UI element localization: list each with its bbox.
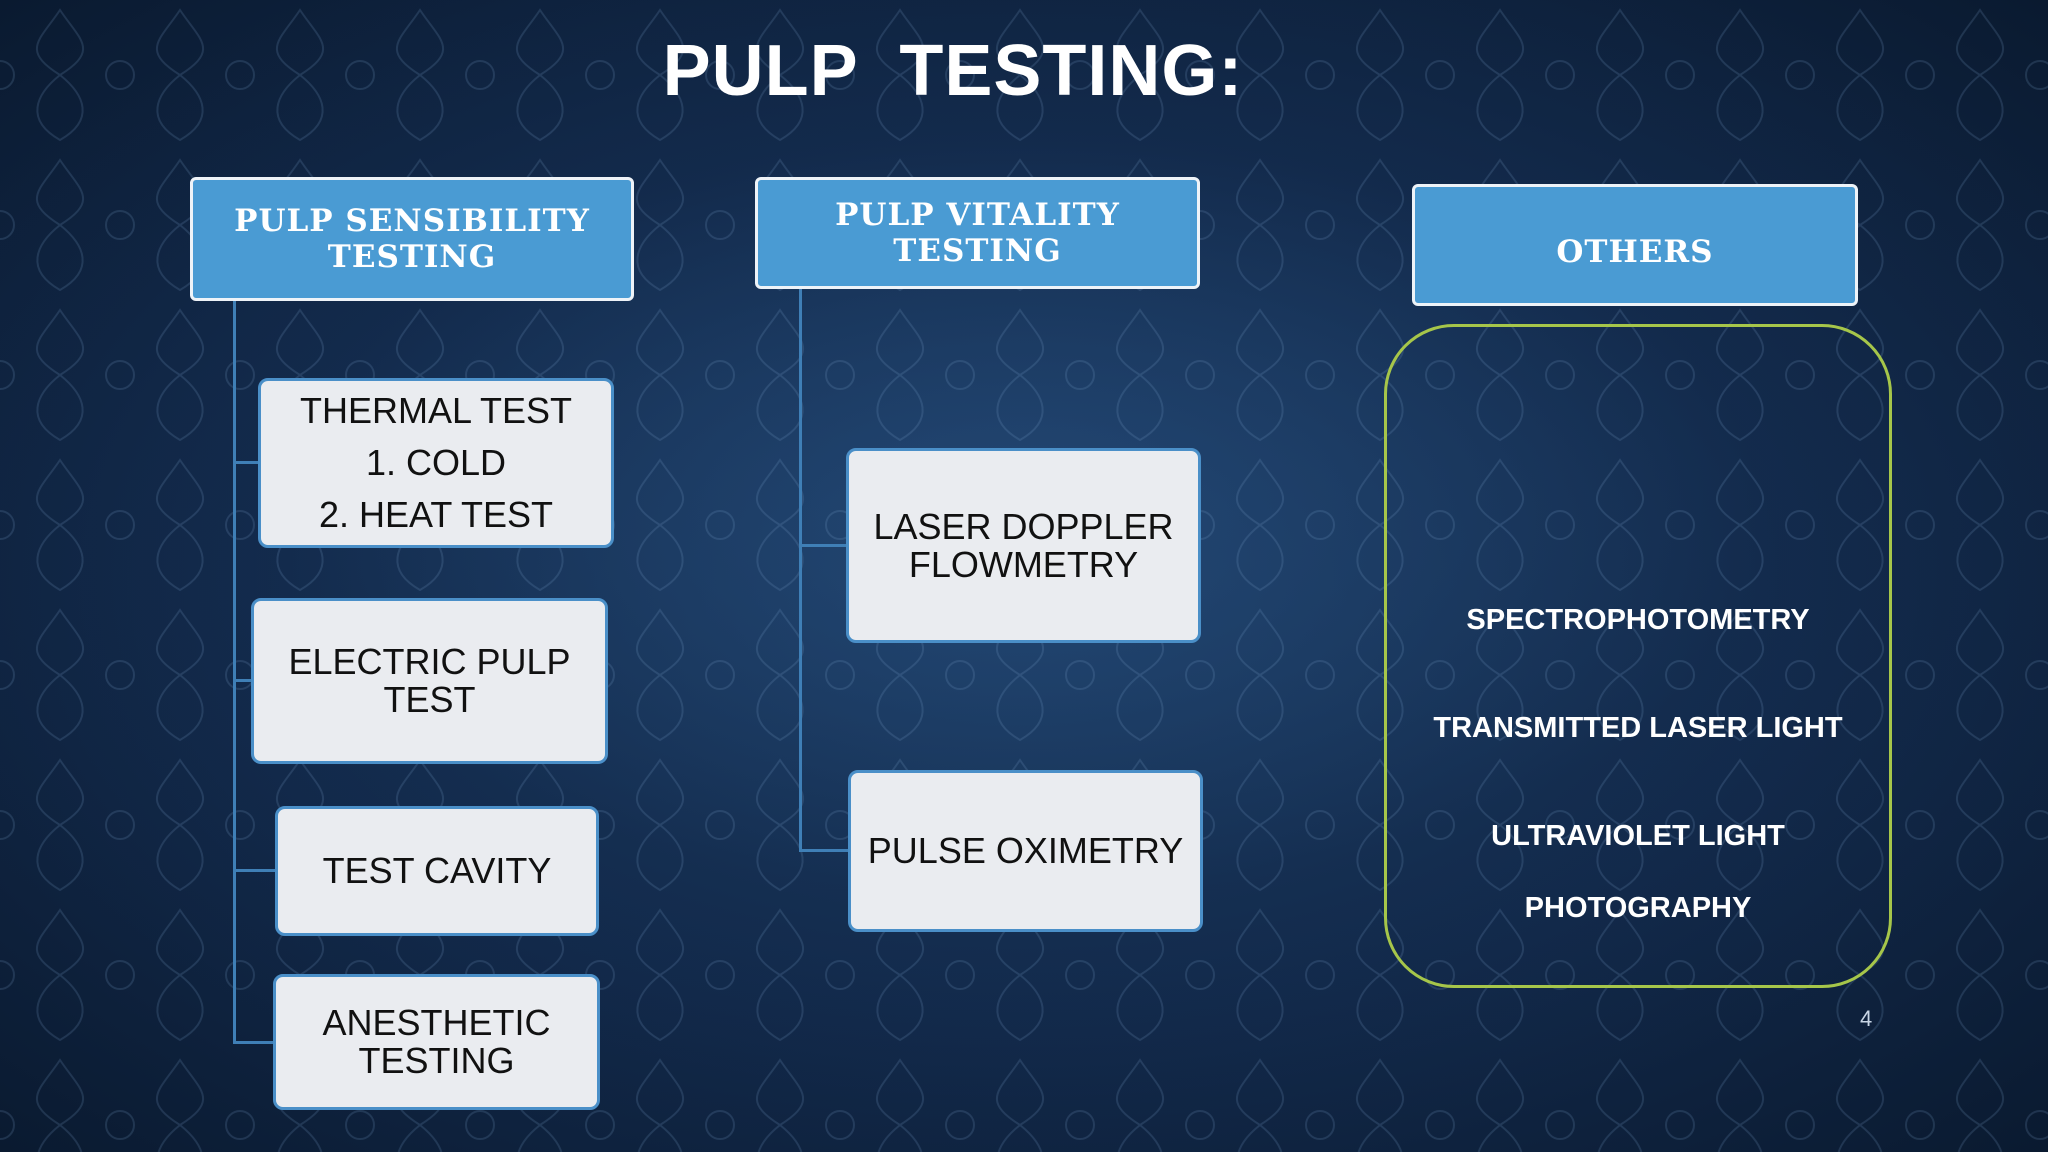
slide-number: 4 — [1860, 1006, 1873, 1031]
header-pulp-sensibility-testing: PULP SENSIBILITY TESTING — [190, 177, 634, 301]
connector-laser-doppler — [799, 544, 847, 547]
item-thermal-test-line-1: THERMAL TEST — [299, 390, 573, 431]
item-electric-pulp-test: ELECTRIC PULP TEST — [251, 598, 608, 764]
other-item-transmitted-laser-light-line-1: TRANSMITTED LASER LIGHT — [1433, 712, 1843, 744]
item-anesthetic-testing-line-1: ANESTHETIC — [322, 1002, 551, 1043]
item-electric-pulp-test-line-1: ELECTRIC PULP — [288, 641, 571, 682]
other-item-spectrophotometry: SPECTROPHOTOMETRY — [1384, 566, 1892, 638]
item-thermal-test: THERMAL TEST 1. COLD 2. HEAT TEST — [258, 378, 614, 548]
connector-anesthetic-testing — [233, 1041, 275, 1044]
slide-title: PULP TESTING: — [662, 31, 1244, 111]
item-electric-pulp-test-line-2: TEST — [383, 679, 476, 720]
item-laser-doppler-line-2: FLOWMETRY — [908, 543, 1139, 585]
header-pulp-vitality-testing: PULP VITALITY TESTING — [755, 177, 1200, 289]
item-anesthetic-testing-line-2: TESTING — [358, 1040, 515, 1081]
item-laser-doppler-line-1: LASER DOPPLER — [873, 505, 1174, 547]
connector-thermal-test — [233, 461, 259, 464]
connector-pulse-oximetry — [799, 849, 849, 852]
item-thermal-test-line-2: 1. COLD — [365, 442, 507, 483]
item-anesthetic-testing: ANESTHETIC TESTING — [273, 974, 600, 1110]
other-item-ultraviolet-line-1: ULTRAVIOLET LIGHT — [1491, 820, 1785, 852]
item-thermal-test-line-3: 2. HEAT TEST — [318, 494, 554, 535]
connector-sensibility-trunk — [233, 301, 236, 1043]
other-item-transmitted-laser-light: TRANSMITTED LASER LIGHT — [1384, 674, 1892, 746]
other-item-ultraviolet-line-2: PHOTOGRAPHY — [1524, 892, 1752, 924]
connector-electric-pulp-test — [233, 679, 253, 682]
others-group-outline — [1384, 324, 1892, 988]
other-item-ultraviolet-light-photography: ULTRAVIOLET LIGHT PHOTOGRAPHY — [1384, 782, 1892, 962]
item-test-cavity-line-1: TEST CAVITY — [322, 850, 552, 891]
item-pulse-oximetry: PULSE OXIMETRY — [848, 770, 1203, 932]
item-pulse-oximetry-line-1: PULSE OXIMETRY — [867, 830, 1184, 871]
connector-vitality-trunk — [799, 289, 802, 851]
header-others: OTHERS — [1412, 184, 1858, 306]
other-item-spectrophotometry-line-1: SPECTROPHOTOMETRY — [1466, 604, 1810, 636]
connector-test-cavity — [233, 869, 277, 872]
item-test-cavity: TEST CAVITY — [275, 806, 599, 936]
item-laser-doppler-flowmetry: LASER DOPPLER FLOWMETRY — [846, 448, 1201, 643]
